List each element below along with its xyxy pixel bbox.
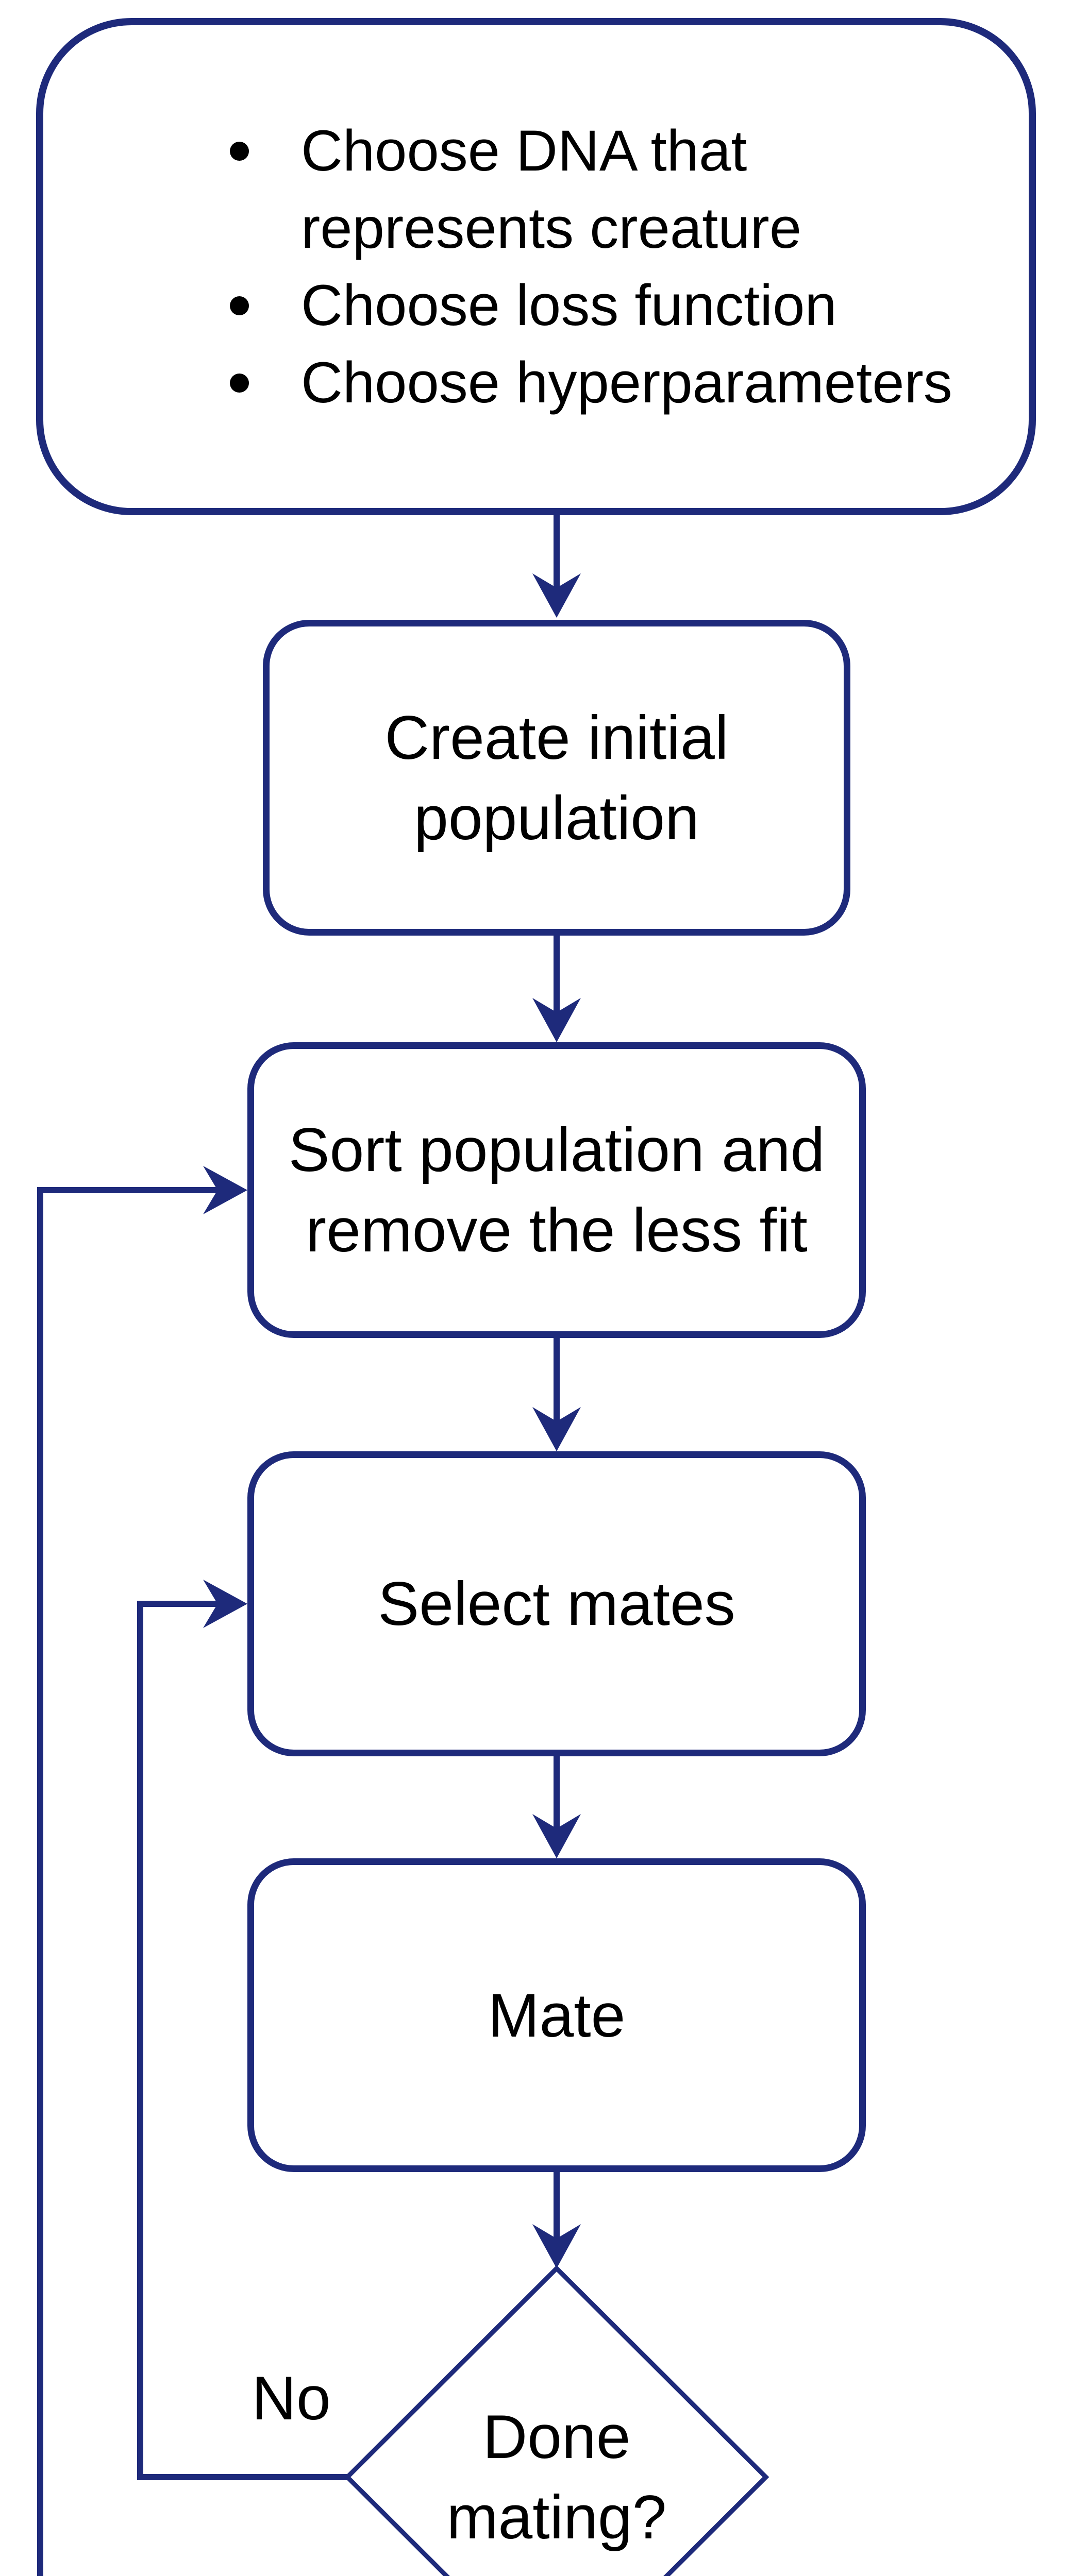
arrowhead-done-mating-no-to-select [203,1580,247,1628]
arrowhead-select-to-mate [532,1814,581,1858]
process-node-sort-population: Sort population and remove the less fit [247,1042,866,1338]
node-label: Select mates [378,1569,735,1638]
arrowhead-sort-to-select [532,1407,581,1451]
arrowhead-mate-to-done-mating [532,2224,581,2268]
arrowhead-start-to-create [532,573,581,618]
decision-done-mating [344,2265,769,2576]
process-node-mate: Mate [247,1858,866,2172]
edge-done-mating-no-to-select [137,1601,347,2480]
node-label: Sort population and remove the less fit [288,1115,825,1265]
bullet-item-choose-dna: Choose DNA that represents creature [224,112,986,267]
bullet-item-choose-hyperparameters: Choose hyperparameters [224,344,986,421]
decision-label-done-mating: Done mating? [446,2402,667,2552]
start-node: Choose DNA that represents creature Choo… [36,18,1036,515]
edge-label-no: No [252,2364,331,2433]
setup-bullet-list: Choose DNA that represents creature Choo… [224,112,986,421]
arrowhead-create-to-sort [532,998,581,1042]
bullet-item-choose-loss: Choose loss function [224,267,986,344]
edge-continue-to-sort [37,1187,219,2576]
node-label: Mate [488,1980,626,2050]
node-label: Create initial population [384,703,729,853]
arrowhead-continue-to-sort [203,1166,247,1214]
process-node-select-mates: Select mates [247,1451,866,1756]
process-node-create-initial-population: Create initial population [263,620,850,936]
